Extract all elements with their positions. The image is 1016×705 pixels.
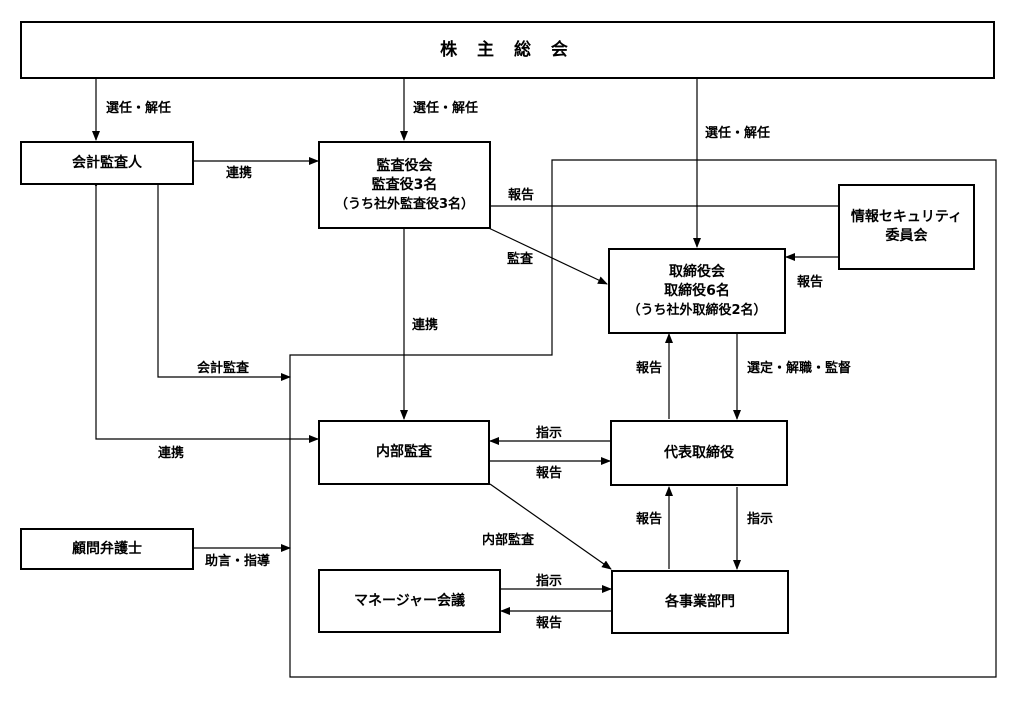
label-instruct-meeting-dept: 指示 xyxy=(536,574,563,589)
label-report-internal-rep: 報告 xyxy=(536,466,563,481)
shareholders-meeting-box: 株 主 総 会 xyxy=(20,21,995,79)
info-security-committee-box: 情報セキュリティ 委員会 xyxy=(838,184,975,270)
shareholders-meeting-label: 株 主 総 会 xyxy=(440,39,575,60)
label-coop-auditor-internal: 連携 xyxy=(158,446,185,461)
label-accounting-audit: 会計監査 xyxy=(197,361,250,376)
label-elect-dismiss-audit-board: 選任・解任 xyxy=(413,101,479,116)
board-line-2: 取締役6名 xyxy=(664,282,730,299)
internal-audit-label: 内部監査 xyxy=(376,444,432,460)
legal-advisor-box: 顧問弁護士 xyxy=(20,528,194,570)
label-select-dismiss-supervise: 選定・解職・監督 xyxy=(747,361,852,376)
arrow-internal-to-dept xyxy=(489,483,612,570)
label-report-rep-board: 報告 xyxy=(636,361,663,376)
arrow-audit-board-to-board xyxy=(475,221,608,285)
business-departments-box: 各事業部門 xyxy=(611,570,789,634)
label-coop-board-internal: 連携 xyxy=(412,318,439,333)
label-report-dept-meeting: 報告 xyxy=(536,616,563,631)
label-report-security-audit: 報告 xyxy=(508,188,535,203)
representative-director-label: 代表取締役 xyxy=(664,444,734,461)
label-elect-dismiss-board: 選任・解任 xyxy=(705,126,771,141)
label-elect-dismiss-auditor: 選任・解任 xyxy=(106,101,172,116)
info-security-line-2: 委員会 xyxy=(885,228,928,244)
business-departments-label: 各事業部門 xyxy=(665,593,735,610)
manager-meeting-label: マネージャー会議 xyxy=(353,592,466,609)
manager-meeting-box: マネージャー会議 xyxy=(318,569,501,633)
label-report-dept-rep: 報告 xyxy=(636,512,663,527)
label-coop-auditor-board: 連携 xyxy=(226,166,253,181)
board-line-1: 取締役会 xyxy=(669,263,725,280)
board-line-3: （うち社外取締役2名） xyxy=(627,302,767,318)
legal-advisor-label: 顧問弁護士 xyxy=(72,540,142,557)
label-report-security-board: 報告 xyxy=(797,275,824,290)
board-of-directors-box: 取締役会 取締役6名 （うち社外取締役2名） xyxy=(608,248,786,334)
label-audit: 監査 xyxy=(507,252,534,267)
label-instruct-rep-dept: 指示 xyxy=(747,512,774,527)
audit-board-box: 監査役会 監査役3名 （うち社外監査役3名） xyxy=(318,141,491,229)
label-internal-audit-dept: 内部監査 xyxy=(482,533,535,548)
accounting-auditor-label: 会計監査人 xyxy=(72,154,142,171)
internal-audit-box: 内部監査 xyxy=(318,420,490,485)
arrow-accounting-audit xyxy=(157,185,291,381)
audit-board-line-2: 監査役3名 xyxy=(371,176,438,193)
info-security-line-1: 情報セキュリティ xyxy=(850,209,963,225)
arrow-auditor-internal xyxy=(92,178,319,443)
audit-board-line-3: （うち社外監査役3名） xyxy=(334,196,475,212)
accounting-auditor-box: 会計監査人 xyxy=(20,141,194,185)
label-advice-guidance: 助言・指導 xyxy=(205,554,271,569)
audit-board-line-1: 監査役会 xyxy=(376,157,433,174)
representative-director-box: 代表取締役 xyxy=(610,420,788,486)
label-instruct-rep-internal: 指示 xyxy=(536,426,563,441)
